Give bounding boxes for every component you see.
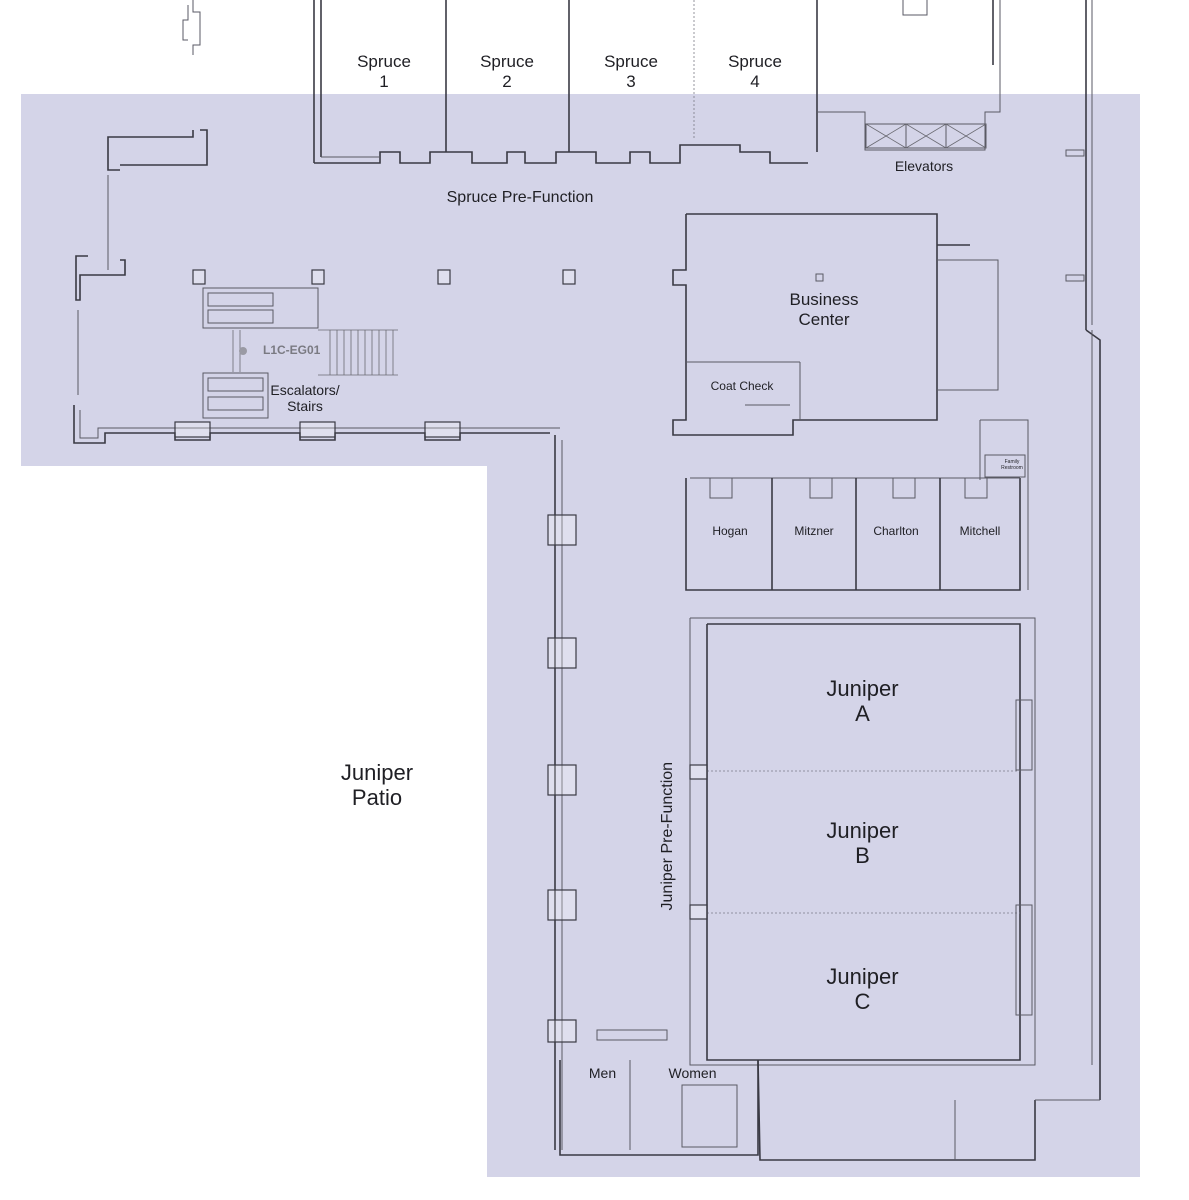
room-label-spruce-1: Spruce 1: [357, 52, 411, 91]
room-label-men: Men: [588, 1065, 617, 1081]
room-label-juniper-patio: Juniper Patio: [340, 760, 414, 811]
meeting-rooms-walls: [685, 477, 1021, 591]
room-label-juniper-b: Juniper B: [826, 818, 899, 869]
location-marker-code: L1C-EG01: [263, 343, 321, 357]
room-label-juniper-a: Juniper A: [826, 676, 899, 727]
room-label-spruce-4: Spruce 4: [728, 52, 782, 91]
room-label-juniper-prefunction: Juniper Pre-Function: [658, 761, 676, 911]
room-label-elevators: Elevators: [894, 158, 954, 174]
room-label-family-restroom: Family Restroom: [1001, 459, 1023, 471]
room-label-hogan: Hogan: [712, 524, 748, 538]
business-center-walls: [672, 213, 1029, 590]
restroom-walls: [559, 1029, 1100, 1161]
room-label-juniper-c: Juniper C: [826, 964, 899, 1015]
juniper-ballroom-walls: [689, 617, 1036, 1066]
you-are-here-marker: [239, 347, 247, 355]
highlighted-floor-area: [21, 94, 1140, 1177]
room-label-escalators-stairs: Escalators/ Stairs: [270, 382, 340, 415]
room-label-mitzner: Mitzner: [794, 524, 834, 538]
room-label-spruce-2: Spruce 2: [480, 52, 534, 91]
room-label-spruce-prefunction: Spruce Pre-Function: [446, 189, 594, 206]
room-label-coat-check: Coat Check: [710, 379, 774, 393]
spruce-rooms-walls: [313, 0, 1101, 1100]
west-wing-walls: [73, 0, 576, 444]
room-label-spruce-3: Spruce 3: [604, 52, 658, 91]
room-label-women: Women: [668, 1065, 717, 1081]
room-label-charlton: Charlton: [873, 524, 919, 538]
juniper-prefunction-walls: [547, 435, 577, 1150]
room-label-business-center: Business Center: [789, 290, 859, 329]
room-label-mitchell: Mitchell: [959, 524, 1001, 538]
